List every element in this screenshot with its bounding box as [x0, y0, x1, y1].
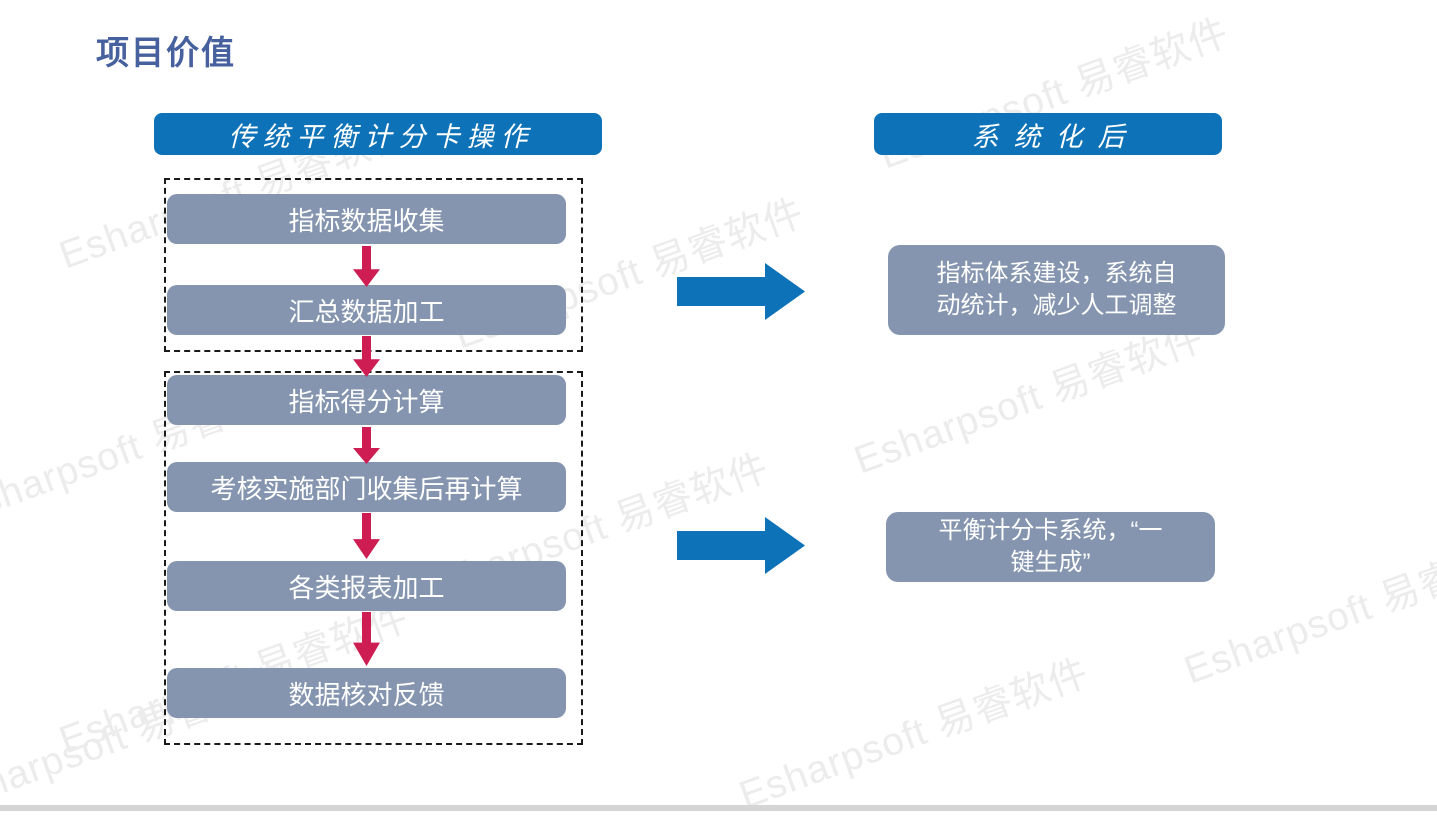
down-arrow-icon — [353, 612, 380, 666]
down-arrow-icon — [353, 513, 380, 559]
result-box-2: 平衡计分卡系统，“一 键生成” — [886, 512, 1215, 582]
flow-step-2: 汇总数据加工 — [167, 285, 566, 335]
result-box-1: 指标体系建设，系统自 动统计，减少人工调整 — [888, 245, 1225, 335]
down-arrow-icon — [353, 246, 380, 287]
bottom-divider — [0, 805, 1437, 811]
flow-step-6: 数据核对反馈 — [167, 668, 566, 718]
left-column-header-label: 传统平衡计分卡操作 — [228, 121, 535, 152]
flow-step-3: 指标得分计算 — [167, 375, 566, 425]
dashed-group-2 — [164, 371, 583, 745]
right-arrow-icon — [677, 263, 805, 320]
right-arrow-icon — [677, 517, 805, 574]
result-box-1-text: 指标体系建设，系统自 动统计，减少人工调整 — [936, 260, 1177, 319]
page-title: 项目价值 — [96, 34, 236, 71]
left-column-header: 传统平衡计分卡操作 — [154, 113, 602, 155]
result-box-2-text: 平衡计分卡系统，“一 键生成” — [938, 517, 1163, 576]
down-arrow-icon — [353, 336, 380, 377]
flow-step-1: 指标数据收集 — [167, 194, 566, 244]
down-arrow-icon — [353, 427, 380, 464]
dashed-group-1 — [164, 178, 583, 352]
flow-step-4: 考核实施部门收集后再计算 — [167, 462, 566, 512]
right-column-header: 系统化后 — [874, 113, 1222, 155]
flow-step-5: 各类报表加工 — [167, 561, 566, 611]
right-column-header-label: 系统化后 — [971, 121, 1140, 152]
